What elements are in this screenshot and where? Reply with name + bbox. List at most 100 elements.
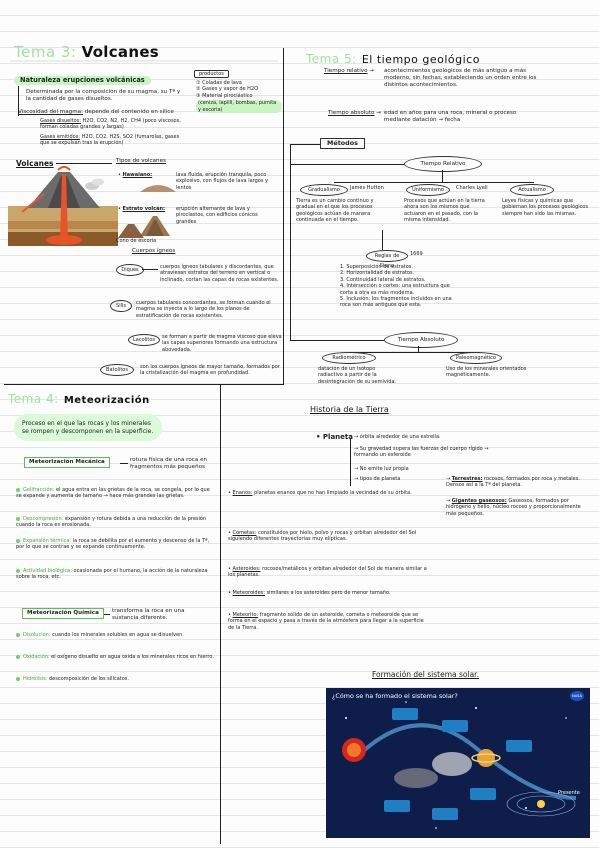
gases2-block: Gases emitidos: H2O, CO2, H2S, SO2 (fuma… — [40, 134, 188, 147]
tree-line — [418, 346, 419, 352]
shield-volcano-icon — [140, 185, 176, 192]
tema5-header: Tema 5: El tiempo geológico — [306, 48, 480, 67]
estrato-label: • Estrato volcán: — [118, 206, 166, 212]
cuerpo-name: Batolitos — [100, 364, 134, 376]
tree-line — [382, 230, 383, 250]
quimica-item: Hidrólisis: descomposición de los silica… — [16, 676, 216, 682]
quimica-box: Meteorización Química — [22, 608, 104, 620]
productos-list: ① Coladas de lava ② Gases y vapor de H2O… — [196, 80, 282, 114]
tiempo-absoluto-def-label: Tiempo absoluto → — [328, 110, 381, 116]
tema4-intro: Proceso en el que las rocas y los minera… — [14, 414, 162, 442]
cuerpo-text: son los cuerpos ígneos de mayor tamaño, … — [140, 364, 280, 377]
tema4-header: Tema 4: Meteorización — [8, 388, 150, 407]
infographic-present-label: Presente — [558, 790, 580, 796]
volcanes-heading: Volcanes — [16, 159, 54, 168]
steno-item: 5. Inclusión: los fragmentos incluidos e… — [340, 296, 452, 309]
strato-volcano-icon — [140, 216, 170, 236]
arrow-line — [142, 269, 158, 270]
steno-node: Reglas de Steno — [366, 250, 408, 269]
gradualismo-text: Tierra es un cambio continuo y gradual e… — [296, 198, 374, 224]
infographic-title: ¿Cómo se ha formado el sistema solar? — [332, 692, 458, 700]
steno-item: 3. Continuidad lateral de estratos. — [340, 276, 426, 283]
tema4-title: Meteorización — [63, 395, 150, 406]
bracket-line — [350, 438, 351, 486]
vertical-divider — [220, 384, 221, 844]
cuerpos-label: Cuerpos ígneos — [132, 248, 176, 254]
mecanica-box: Meteorización Mecánica — [24, 457, 110, 469]
naturaleza-heading: Naturaleza erupciones volcánicas — [14, 76, 151, 86]
mecanica-item: Descompresión: expansión y rotura debida… — [16, 516, 207, 529]
gases-text: H2O, CO2, N2, H2, CH4 (poco viscosos, fo… — [40, 118, 181, 131]
terrestres-block: → Terrestres: rocosos, formados por roca… — [446, 476, 580, 489]
productos-item: ② Gases y vapor de H2O — [196, 86, 259, 93]
tree-line — [290, 144, 291, 340]
gaseosos-block: → Gigantes gaseosos: Gaseosos, formados … — [446, 498, 581, 517]
viscosidad-text: depende del contenido en sílice — [84, 109, 174, 115]
planeta-item: → tipos de planeta — [354, 476, 401, 482]
uniformismo-author: Charles Lyell — [456, 185, 488, 191]
mecanica-item: Gelifracción: el agua entra en las griet… — [16, 487, 210, 500]
cuerpo-text: se forman a partir de magma viscoso que … — [162, 334, 282, 353]
quimica-desc: transforma la roca en una sustancia dife… — [112, 608, 185, 622]
tiempo-relativo-node: Tiempo Relativo — [404, 156, 482, 172]
tema3-title: Volcanes — [81, 43, 160, 61]
arrow-line — [120, 463, 128, 464]
planeta-item: → Su gravedad supera las fuerzas del cue… — [354, 446, 489, 459]
paleomagnetico-node: Paleomagnético — [450, 352, 502, 364]
planeta-label: • Planeta — [316, 433, 353, 441]
cuerpo-text: cuerpos ígneos tabulares y discordantes,… — [160, 264, 279, 283]
tree-line — [334, 182, 534, 183]
tiempo-relativo-def: acontecimientos geológicos de más antigu… — [384, 68, 537, 89]
actualismo-node: Actualismo — [510, 184, 554, 196]
enanos-block: • Enanos: planetas enanos que no han lim… — [228, 490, 412, 496]
cuerpo-name: Diques — [116, 264, 144, 276]
planeta-item: → órbita alrededor de una estrella. — [354, 434, 441, 440]
steno-year: 1669 — [410, 251, 423, 257]
viscosidad-block: Viscosidad del magma: depende del conten… — [18, 109, 188, 116]
tree-line — [442, 170, 443, 182]
naturaleza-desc: Determinada por la composición de su mag… — [26, 89, 181, 103]
quimica-item: Disolución: cuando los minerales soluble… — [16, 632, 216, 638]
planeta-item: → No emite luz propia — [354, 466, 409, 472]
steno-item: 2. Horizontalidad de estratos. — [340, 270, 415, 277]
gases-block: Gases disueltos: H2O, CO2, N2, H2, CH4 (… — [40, 118, 188, 131]
uniformismo-node: Uniformismo — [406, 184, 450, 196]
tree-line — [350, 352, 480, 353]
tema4-label: Tema 4: — [8, 392, 59, 406]
tema3-header: Tema 3: Volcanes — [14, 42, 159, 61]
hawaiano-block: • Hawaiano: — [118, 172, 153, 178]
vertical-divider — [283, 48, 284, 384]
tipos-label: Tipos de volcanes — [116, 158, 166, 164]
actualismo-text: Leyes físicas y químicas que gobiernan l… — [502, 198, 589, 217]
volcano-diagram — [8, 166, 118, 246]
divider — [10, 60, 278, 62]
steno-list: 1. Superposición de estratos. 2. Horizon… — [340, 264, 452, 309]
bracket-line — [18, 86, 19, 116]
gases2-label: Gases emitidos: — [40, 134, 81, 140]
solar-system-illustration — [342, 701, 577, 829]
tiempo-relativo-def-label: Tiempo relativo → — [324, 68, 374, 74]
radiometrico-text: datación de un isótopo radiactivo a part… — [318, 366, 397, 385]
solar-system-infographic: ¿Cómo se ha formado el sistema solar? NA… — [326, 688, 590, 838]
historia-bullet: • Meteorito: fragmento sólido de un aste… — [228, 612, 424, 631]
gradualismo-author: James Hutton — [350, 185, 384, 191]
productos-label: productos — [194, 70, 229, 79]
gases2-text: H2O, CO2, H2S, SO2 (fumarolas, gases que… — [40, 134, 180, 147]
arrow-line — [104, 614, 110, 615]
tema3-label: Tema 3: — [14, 43, 77, 61]
gases-label: Gases disueltos: — [40, 118, 81, 124]
hawaiano-text: lava fluida, erupción tranquila, poco ex… — [176, 172, 268, 191]
tree-line — [290, 164, 404, 165]
cono-label: Cono de escoria — [116, 238, 157, 244]
uniformismo-text: Procesos que actúan en la tierra ahora s… — [404, 198, 485, 224]
nasa-logo: NASA — [570, 691, 584, 701]
arrow-line — [56, 163, 112, 164]
cuerpo-text: cuerpos tabulares concordantes, se forma… — [136, 300, 271, 319]
gradualismo-node: Gradualismo — [300, 184, 348, 196]
historia-bullet: • Meteoroides: similares a los asteroide… — [228, 590, 391, 596]
cuerpo-name: Lacolitos — [128, 334, 160, 346]
horizontal-divider — [4, 384, 284, 385]
formacion-title: Formación del sistema solar. — [372, 670, 479, 679]
quimica-item: Oxidación: el oxígeno disuelto en agua o… — [16, 654, 216, 660]
steno-item: 1. Superposición de estratos. — [340, 264, 414, 270]
